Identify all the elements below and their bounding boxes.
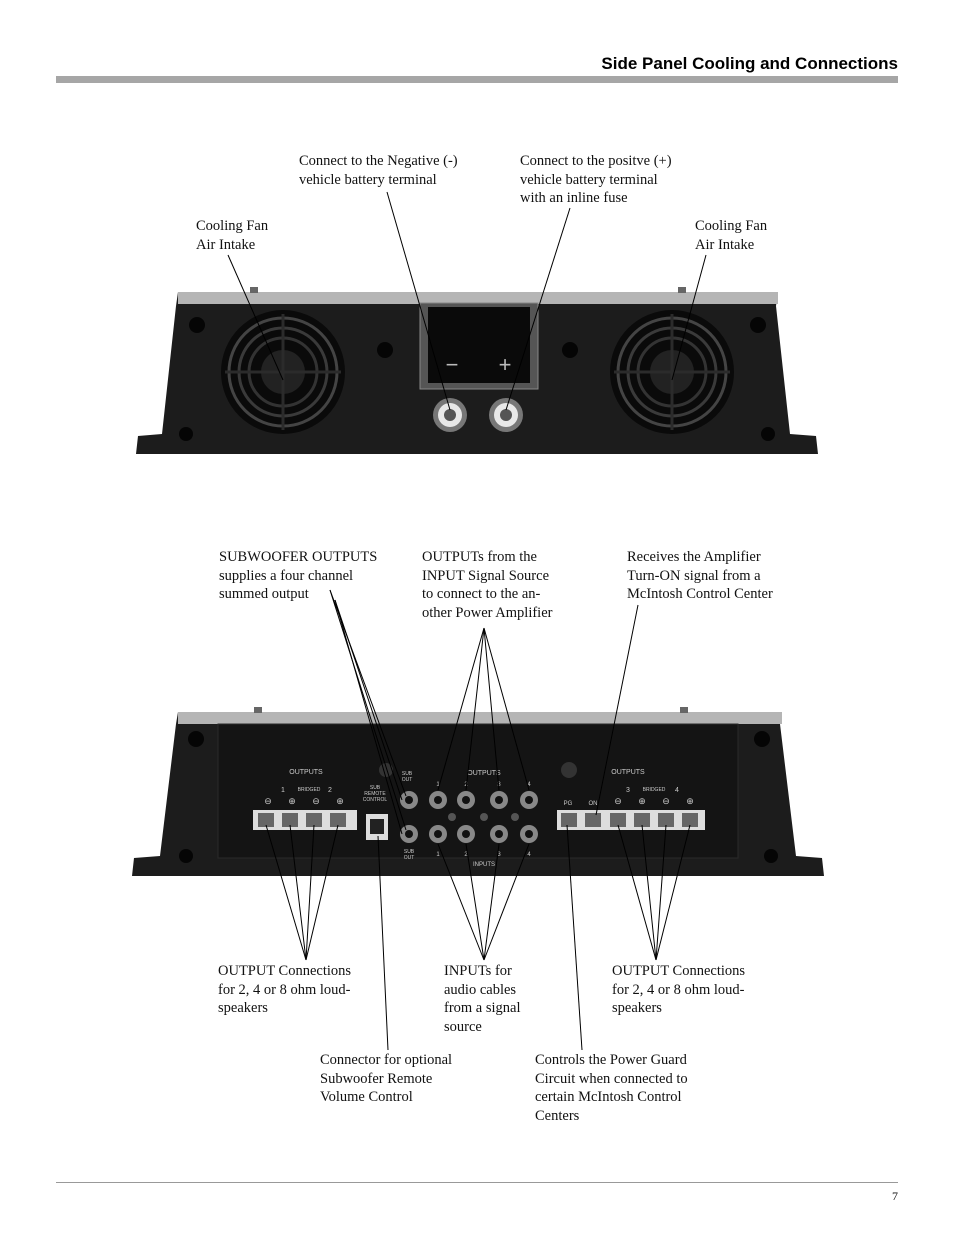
svg-text:1: 1 — [436, 852, 440, 858]
outputs-label-right: OUTPUTS — [611, 769, 645, 776]
top-chassis-lip — [178, 292, 778, 304]
callout-positive-terminal: Connect to the positve (+) vehicle batte… — [520, 153, 672, 207]
svg-text:⊕: ⊕ — [288, 796, 296, 806]
fan-right-icon — [610, 310, 734, 434]
callout-remote-connector: Connector for optional Subwoofer Remote … — [320, 1052, 453, 1106]
outputs-label-center: OUTPUTS — [467, 770, 501, 777]
inputs-label-center: INPUTS — [473, 862, 495, 868]
svg-text:⊖: ⊖ — [662, 796, 670, 806]
pg-label: PG — [564, 801, 573, 807]
callout-output-left: OUTPUT Connections for 2, 4 or 8 ohm lou… — [218, 963, 352, 1017]
ch1-label-left: 1 — [281, 787, 285, 794]
sub-out-jack-top-icon — [400, 791, 418, 809]
rca-output-jacks — [429, 791, 538, 809]
svg-text:4: 4 — [527, 852, 531, 858]
callout-fan-right: Cooling Fan Air Intake — [695, 218, 768, 253]
negative-terminal-icon — [433, 398, 467, 432]
bridged-label-left: BRIDGED — [298, 787, 321, 793]
ch2-label-left: 2 — [328, 787, 332, 794]
rca-input-jacks — [429, 825, 538, 843]
callout-outputs-from-input: OUTPUTs from the INPUT Signal Source to … — [422, 549, 553, 621]
svg-text:4: 4 — [527, 782, 531, 788]
header-rule — [56, 76, 898, 83]
svg-text:3: 3 — [497, 852, 501, 858]
callout-fan-left: Cooling Fan Air Intake — [196, 218, 269, 253]
callout-subwoofer-outputs: SUBWOOFER OUTPUTS supplies a four channe… — [219, 549, 378, 603]
positive-terminal-icon — [489, 398, 523, 432]
page-title: Side Panel Cooling and Connections — [601, 54, 898, 73]
sub-remote-jack-icon — [366, 814, 388, 840]
svg-text:1: 1 — [436, 782, 440, 788]
minus-sign: − — [446, 352, 459, 377]
bottom-leader-lines — [265, 589, 691, 1051]
outputs-label-left: OUTPUTS — [289, 769, 323, 776]
svg-text:⊕: ⊕ — [686, 796, 694, 806]
bridged-label-right: BRIDGED — [643, 787, 666, 793]
svg-text:⊖: ⊖ — [312, 796, 320, 806]
on-label: ON — [589, 801, 598, 807]
svg-text:2: 2 — [464, 852, 468, 858]
callout-inputs: INPUTs for audio cables from a signal so… — [444, 963, 521, 1035]
ch4-label-right: 4 — [675, 787, 679, 794]
svg-text:⊕: ⊕ — [336, 796, 344, 806]
callout-output-right: OUTPUT Connections for 2, 4 or 8 ohm lou… — [612, 963, 746, 1017]
page-number: 7 — [892, 1189, 898, 1203]
sub-out-jack-bottom-icon — [400, 825, 418, 843]
top-leader-lines — [227, 191, 707, 411]
plus-sign: + — [499, 352, 512, 377]
output-terminal-block-left — [253, 810, 357, 830]
svg-text:⊖: ⊖ — [264, 796, 272, 806]
fan-left-icon — [221, 310, 345, 434]
svg-text:3: 3 — [497, 782, 501, 788]
footer-rule — [56, 1182, 898, 1183]
output-terminal-block-right — [557, 810, 705, 830]
svg-text:⊕: ⊕ — [638, 796, 646, 806]
ch3-label-right: 3 — [626, 787, 630, 794]
callout-negative-terminal: Connect to the Negative (-) vehicle batt… — [299, 153, 458, 188]
callout-turn-on: Receives the Amplifier Turn-ON signal fr… — [627, 549, 773, 603]
svg-text:⊖: ⊖ — [614, 796, 622, 806]
callout-power-guard: Controls the Power Guard Circuit when co… — [535, 1052, 688, 1124]
